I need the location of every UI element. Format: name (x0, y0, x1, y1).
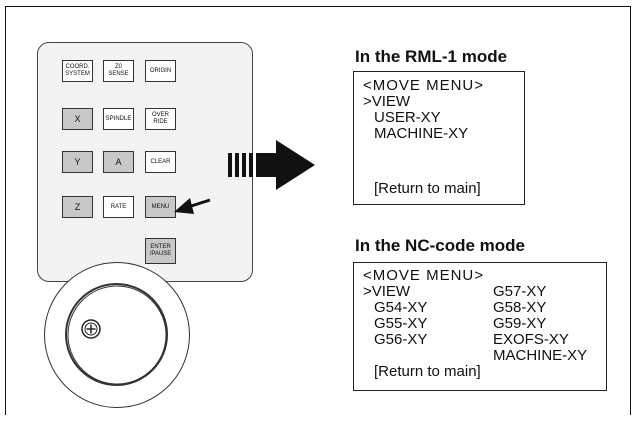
menu-key-label: MENU (151, 203, 170, 210)
rml-menu-display (353, 71, 525, 205)
nc-menu-item: G57-XY (493, 283, 547, 300)
nc-menu-item: G59-XY (493, 315, 547, 332)
z-key[interactable]: Z (62, 196, 93, 218)
enter-pause-key-label: ENTER /PAUSE (149, 244, 172, 257)
rml-mode-title: In the RML-1 mode (355, 47, 508, 66)
rate-key[interactable]: RATE (103, 196, 134, 218)
z0-sense-key-label: Z0 SENSE (108, 64, 129, 77)
menu-key[interactable]: MENU (145, 196, 176, 218)
pointer-arrow-icon (174, 198, 211, 214)
right-arrow-icon (228, 140, 315, 190)
clear-key[interactable]: CLEAR (145, 151, 176, 173)
nc-menu-item: G55-XY (374, 315, 428, 332)
clear-key-label: CLEAR (150, 158, 171, 165)
origin-key-label: ORIGIN (149, 67, 172, 74)
nc-mode-title: In the NC-code mode (355, 236, 526, 255)
z0-sense-key[interactable]: Z0 SENSE (103, 60, 134, 82)
enter-pause-key[interactable]: ENTER /PAUSE (145, 238, 176, 264)
figure-frame (5, 6, 631, 415)
nc-menu-display (353, 262, 607, 391)
x-key[interactable]: X (62, 108, 93, 130)
nc-menu-item: G56-XY (374, 331, 428, 348)
nc-menu-header: <MOVE MENU> (363, 267, 485, 284)
nc-return-item: [Return to main] (374, 363, 481, 380)
override-key-label: OVER RIDE (151, 112, 169, 125)
z-key-label: Z (74, 201, 81, 212)
screw-icon (81, 319, 101, 339)
coord-system-key[interactable]: COORD. SYSTEM (62, 60, 93, 82)
rml-menu-header: <MOVE MENU> (363, 77, 485, 94)
rml-return-item: [Return to main] (374, 180, 481, 197)
nc-menu-item: EXOFS-XY (493, 331, 569, 348)
spindle-key[interactable]: SPINDLE (103, 108, 134, 130)
rml-menu-item: MACHINE-XY (374, 125, 469, 142)
rate-key-label: RATE (110, 203, 127, 210)
rml-menu-item: USER-XY (374, 109, 441, 126)
y-key-label: Y (74, 156, 81, 167)
spindle-key-label: SPINDLE (105, 115, 132, 122)
nc-menu-item: MACHINE-XY (493, 347, 588, 364)
a-key[interactable]: A (103, 151, 134, 173)
y-key[interactable]: Y (62, 151, 93, 173)
origin-key[interactable]: ORIGIN (145, 60, 176, 82)
nc-menu-item: >VIEW (363, 283, 411, 300)
nc-menu-item: G58-XY (493, 299, 547, 316)
override-key[interactable]: OVER RIDE (145, 108, 176, 130)
nc-menu-item: G54-XY (374, 299, 428, 316)
coord-system-key-label: COORD. SYSTEM (65, 64, 90, 77)
dial-knurl (67, 285, 167, 385)
x-key-label: X (74, 113, 81, 124)
a-key-label: A (115, 156, 122, 167)
rml-menu-item: >VIEW (363, 93, 411, 110)
